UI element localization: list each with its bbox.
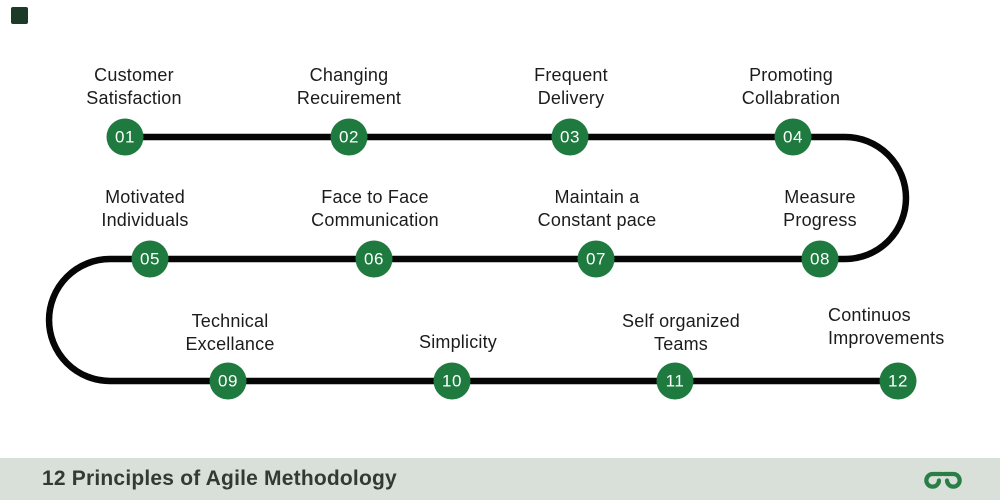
step-09-number: 09 [218, 371, 238, 390]
step-01-number: 01 [115, 127, 135, 146]
step-08-number: 08 [810, 249, 830, 268]
footer-title: 12 Principles of Agile Methodology [42, 467, 397, 490]
step-12-number: 12 [888, 371, 908, 390]
step-06-number: 06 [364, 249, 384, 268]
step-02-node: 02 [330, 118, 368, 156]
geeksforgeeks-logo-icon [924, 471, 962, 489]
step-10-number: 10 [442, 371, 462, 390]
step-03-node: 03 [551, 118, 589, 156]
step-09-label: Technical Excellance [185, 311, 275, 354]
step-10-label: Simplicity [418, 332, 498, 352]
step-01-label: Customer Satisfaction [86, 65, 182, 108]
step-10-node: 10 [433, 362, 471, 400]
step-08-label: Measure Progress [783, 187, 857, 230]
step-02-label: Changing Recuirement [296, 65, 402, 108]
step-11-number: 11 [665, 371, 685, 390]
step-09-node: 09 [209, 362, 247, 400]
step-04-number: 04 [783, 127, 803, 146]
step-11-node: 11 [656, 362, 694, 400]
corner-mark-icon [11, 7, 28, 24]
step-04-node: 04 [774, 118, 812, 156]
footer-bar: 12 Principles of Agile Methodology [0, 458, 1000, 500]
step-06-node: 06 [355, 240, 393, 278]
step-12-label: Continuos Improvements [828, 305, 945, 348]
step-02-number: 02 [339, 127, 359, 146]
step-03-label: Frequent Delivery [534, 65, 608, 108]
step-04-label: Promoting Collabration [741, 65, 841, 108]
step-05-node: 05 [131, 240, 169, 278]
step-03-number: 03 [560, 127, 580, 146]
step-01-node: 01 [106, 118, 144, 156]
step-08-node: 08 [801, 240, 839, 278]
step-11-label: Self organized Teams [622, 311, 740, 354]
step-07-number: 07 [586, 249, 606, 268]
step-05-number: 05 [140, 249, 160, 268]
step-05-label: Motivated Individuals [101, 187, 189, 230]
step-07-label: Maintain a Constant pace [537, 187, 657, 230]
step-07-node: 07 [577, 240, 615, 278]
step-06-label: Face to Face Communication [311, 187, 439, 230]
step-12-node: 12 [879, 362, 917, 400]
